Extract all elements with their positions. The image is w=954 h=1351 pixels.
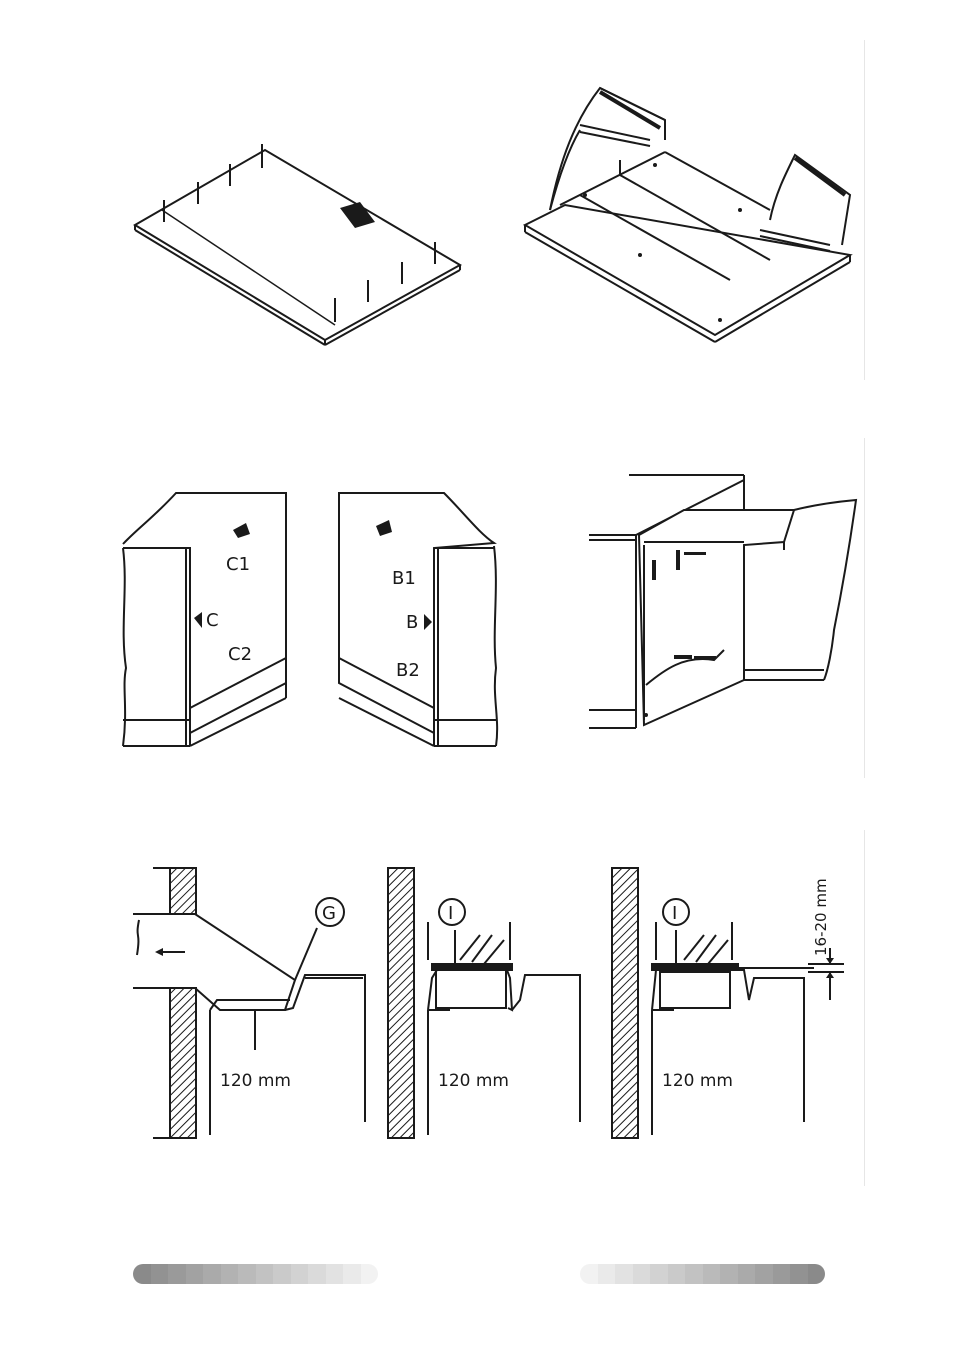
footer-bar-segment: [361, 1264, 379, 1284]
footer-bar-segment: [238, 1264, 256, 1284]
label-c: C: [206, 610, 219, 631]
dimension-120-left: 120 mm: [220, 1071, 291, 1091]
footer-bar-segment: [256, 1264, 274, 1284]
footer-bar-segment: [650, 1264, 668, 1284]
panel-screws-drawing: [120, 130, 480, 350]
label-c1: C1: [226, 554, 250, 575]
footer-bar-segment: [343, 1264, 361, 1284]
footer-bar-segment: [720, 1264, 738, 1284]
footer-bar-segment: [738, 1264, 756, 1284]
label-c2: C2: [228, 644, 252, 665]
callout-i-mid: I: [448, 903, 453, 924]
footer-bar-segment: [790, 1264, 808, 1284]
footer-bar-segment: [168, 1264, 186, 1284]
install-recirc-gap-drawing: I 120 mm 16-20 mm: [604, 860, 854, 1150]
footer-bar-segment: [186, 1264, 204, 1284]
figure-hood-mounted: [584, 470, 864, 730]
dimension-120-mid: 120 mm: [438, 1071, 509, 1091]
footer-bar-segment: [151, 1264, 169, 1284]
dimension-16-20: 16-20 mm: [812, 878, 830, 956]
cabinet-b-drawing: B1 B B2: [334, 488, 506, 750]
dimension-120-right: 120 mm: [662, 1071, 733, 1091]
footer-bar-segment: [580, 1264, 598, 1284]
footer-bar-segment: [326, 1264, 344, 1284]
footer-bar-right: [580, 1264, 825, 1284]
figure-install-recirc: I 120 mm: [380, 860, 585, 1150]
figure-hood-frame: [520, 80, 860, 350]
label-b: B: [406, 612, 418, 633]
label-b1: B1: [392, 568, 416, 589]
footer-bar-segment: [703, 1264, 721, 1284]
footer-bar-left: [133, 1264, 378, 1284]
footer-bar-segment: [808, 1264, 826, 1284]
footer-bar-segment: [755, 1264, 773, 1284]
footer-bar-segment: [308, 1264, 326, 1284]
footer-bar-segment: [598, 1264, 616, 1284]
footer-bar-segment: [291, 1264, 309, 1284]
airflow-arrow-icon: [155, 948, 163, 956]
figure-install-recirc-gap: I 120 mm 16-20 mm: [604, 860, 854, 1150]
install-duct-drawing: G 120 mm: [125, 860, 370, 1150]
footer-bar-segment: [221, 1264, 239, 1284]
cabinet-c-drawing: C1 C C2: [118, 488, 294, 750]
callout-i-right: I: [672, 903, 677, 924]
callout-g: G: [322, 903, 336, 924]
footer-bar-segment: [773, 1264, 791, 1284]
footer-bar-segment: [133, 1264, 151, 1284]
figure-install-duct: G 120 mm: [125, 860, 370, 1150]
margin-line-mid: [864, 438, 865, 778]
hood-frame-drawing: [520, 80, 860, 350]
footer-bar-segment: [685, 1264, 703, 1284]
margin-line-top: [864, 40, 865, 380]
install-recirc-drawing: I 120 mm: [380, 860, 585, 1150]
footer-bar-segment: [273, 1264, 291, 1284]
label-b2: B2: [396, 660, 420, 681]
footer-bar-segment: [633, 1264, 651, 1284]
footer-bar-segment: [668, 1264, 686, 1284]
footer-bar-segment: [615, 1264, 633, 1284]
figure-cabinet-c: C1 C C2: [118, 488, 294, 750]
figure-panel-screws: [120, 130, 480, 350]
footer-bar-segment: [203, 1264, 221, 1284]
margin-line-bottom: [864, 830, 865, 1186]
hood-mounted-drawing: [584, 470, 864, 730]
figure-cabinet-b: B1 B B2: [334, 488, 506, 750]
